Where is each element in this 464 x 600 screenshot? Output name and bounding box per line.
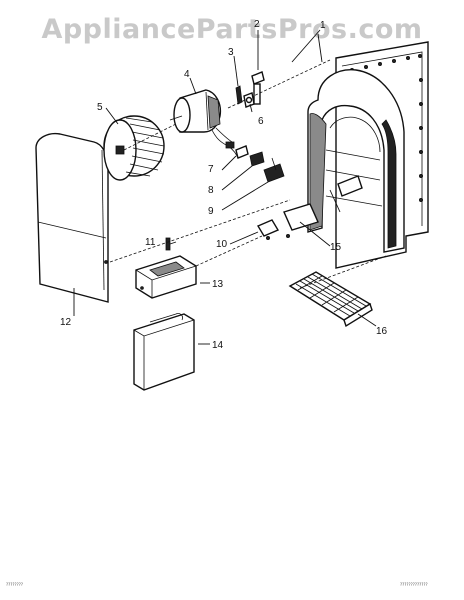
callout-14: 14 xyxy=(212,340,224,351)
blower-housing xyxy=(307,41,429,269)
callout-2: 2 xyxy=(254,19,260,30)
shaft-hardware xyxy=(227,59,331,109)
callout-10: 10 xyxy=(216,239,228,250)
footer-fine-print: ???????? ????????????? xyxy=(6,582,428,587)
blower-motor xyxy=(169,89,239,159)
callout-3: 3 xyxy=(228,47,234,58)
callout-5: 5 xyxy=(97,102,103,113)
capacitor-box xyxy=(133,313,195,391)
footer-left-text: ???????? xyxy=(6,582,23,587)
lower-grille xyxy=(288,271,373,328)
footer-right-text: ????????????? xyxy=(400,582,428,587)
blower-wheel xyxy=(103,115,181,181)
control-box xyxy=(135,237,197,299)
callout-labels: 1 2 3 4 5 6 7 8 9 10 11 12 13 14 15 16 xyxy=(60,19,388,351)
callout-7: 7 xyxy=(208,164,214,175)
callout-15: 15 xyxy=(330,242,342,253)
front-panel xyxy=(35,132,109,303)
watermark-logo: AppliancePartsPros.com xyxy=(41,14,423,45)
callout-9: 9 xyxy=(208,206,214,217)
callout-16: 16 xyxy=(376,326,388,337)
callout-4: 4 xyxy=(184,69,190,80)
callout-11: 11 xyxy=(145,237,156,248)
leader-lines xyxy=(73,29,387,345)
callout-8: 8 xyxy=(208,185,214,196)
callout-1: 1 xyxy=(320,20,326,31)
callout-6: 6 xyxy=(258,116,264,127)
switch-components xyxy=(235,145,285,183)
callout-13: 13 xyxy=(212,279,224,290)
mounting-bracket xyxy=(256,203,319,240)
callout-12: 12 xyxy=(60,317,72,328)
